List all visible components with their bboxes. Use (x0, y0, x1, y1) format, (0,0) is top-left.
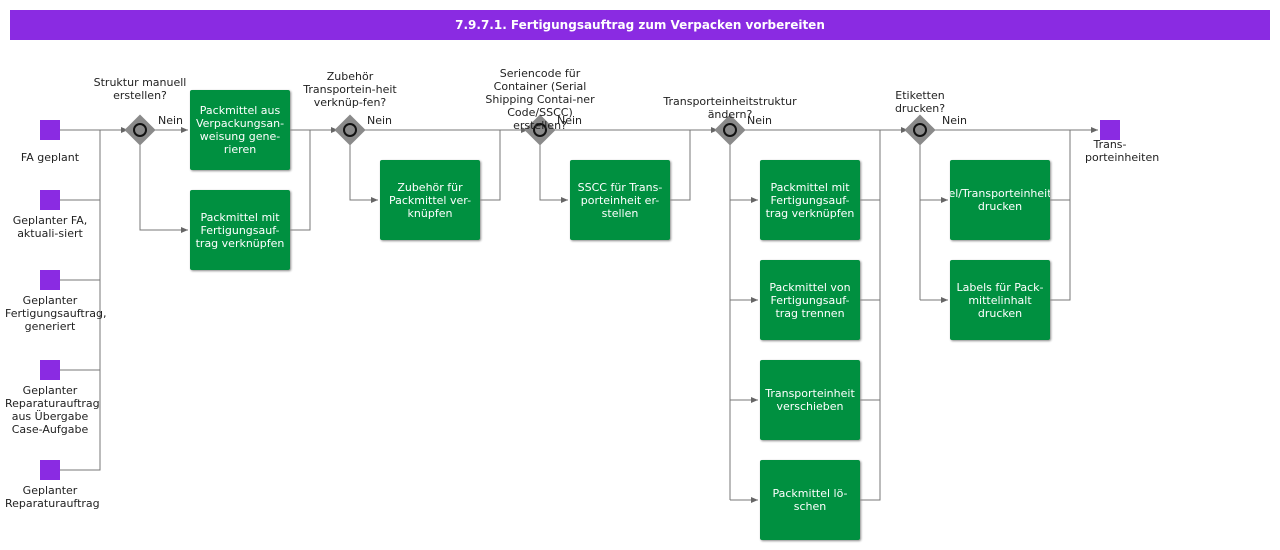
edge-label-no: Nein (158, 114, 184, 127)
edge-label-no: Nein (942, 114, 968, 127)
task-box[interactable]: Packmittel mit Fertigungsauf-trag verknü… (190, 190, 290, 270)
end-event (1100, 120, 1120, 140)
task-box[interactable]: Packmittel mit Fertigungsauf-trag verknü… (760, 160, 860, 240)
start-event (40, 460, 60, 480)
gateway-label: Etiketten drucken? (894, 89, 946, 115)
task-box[interactable]: el/Transporteinheit drucken (950, 160, 1050, 240)
start-event-label: Geplanter Fertigungsauftrag, generiert (5, 294, 107, 333)
task-box[interactable]: Packmittel lö-schen (760, 460, 860, 540)
start-event-label: Geplanter Reparaturauftrag (5, 484, 100, 510)
task-box[interactable]: SSCC für Trans-porteinheit er-stellen (570, 160, 670, 240)
edge-label-no: Nein (747, 114, 773, 127)
start-event-label: Geplanter Reparaturauftrag aus Übergabe … (5, 384, 100, 436)
task-box[interactable]: Packmittel aus Verpackungsan-weisung gen… (190, 90, 290, 170)
gateway-label: Zubehör Transportein-heit verknüp-fen? (303, 70, 397, 109)
gateway-marker-icon (723, 123, 737, 137)
end-event-label: Trans-porteinheiten (1085, 138, 1160, 164)
gateway-marker-icon (913, 123, 927, 137)
start-event (40, 270, 60, 290)
start-event (40, 120, 60, 140)
task-box[interactable]: Zubehör für Packmittel ver-knüpfen (380, 160, 480, 240)
gateway-marker-icon (343, 123, 357, 137)
gateway-marker-icon (133, 123, 147, 137)
task-box[interactable]: Labels für Pack-mittelinhalt drucken (950, 260, 1050, 340)
gateway-label: Struktur manuell erstellen? (93, 76, 187, 102)
start-event (40, 190, 60, 210)
edge-label-no: Nein (557, 114, 583, 127)
gateway-marker-icon (533, 123, 547, 137)
task-box[interactable]: Packmittel von Fertigungsauf-trag trenne… (760, 260, 860, 340)
task-box[interactable]: Transporteinheit verschieben (760, 360, 860, 440)
start-event-label: FA geplant (20, 151, 80, 164)
start-event-label: Geplanter FA, aktuali-siert (12, 214, 88, 240)
start-event (40, 360, 60, 380)
edge-label-no: Nein (367, 114, 393, 127)
gateway-label: Transporteinheitstruktur ändern? (663, 95, 797, 121)
gateway-label: Seriencode für Container (Serial Shippin… (485, 67, 595, 132)
diagram-title: 7.9.7.1. Fertigungsauftrag zum Verpacken… (10, 10, 1270, 40)
